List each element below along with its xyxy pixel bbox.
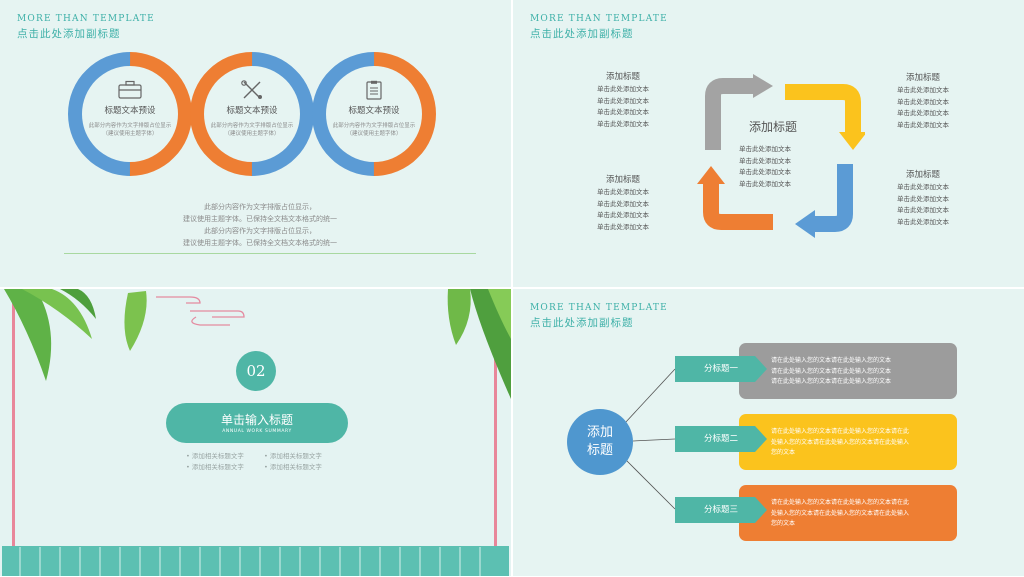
section-title-pill[interactable]: 单击输入标题 ANNUAL WORK SUMMARY <box>166 403 348 443</box>
circle-content-3: 标题文本预设 此部分内容作为文字排版占位显示（建议使用主题字体） <box>326 66 422 162</box>
slide-section-title: 02 单击输入标题 ANNUAL WORK SUMMARY • 添加相关标题文字… <box>0 289 511 576</box>
section-number: 02 <box>236 351 276 391</box>
leaf-icon <box>447 289 511 399</box>
circle-desc-3: 此部分内容作为文字排版占位显示（建议使用主题字体） <box>332 123 416 137</box>
center-title: 添加标题 <box>749 120 798 134</box>
arrow-gray <box>705 78 755 150</box>
center-text: 单击此处添加文本单击此处添加文本 单击此处添加文本单击此处添加文本 <box>739 145 791 188</box>
divider-line <box>64 253 476 254</box>
header-en: MORE THAN TEMPLATE <box>17 14 155 24</box>
tools-icon <box>241 80 262 99</box>
circle-content-1: 标题文本预设 此部分内容作为文字排版占位显示（建议使用主题字体） <box>82 66 178 162</box>
header-subtitle: 点击此处添加副标题 <box>17 28 121 40</box>
arrow-yellow <box>785 84 861 134</box>
header-en: MORE THAN TEMPLATE <box>530 14 668 24</box>
text-block-top-left: 添加标题 单击此处添加文本单击此处添加文本 单击此处添加文本单击此处添加文本 <box>597 72 649 128</box>
subtitle-tab-1[interactable]: 分标题一 <box>675 356 767 382</box>
text-block-top-right: 添加标题 单击此处添加文本单击此处添加文本 单击此处添加文本单击此处添加文本 <box>897 73 949 129</box>
subtitle-tab-2[interactable]: 分标题二 <box>675 426 767 452</box>
tropical-decor <box>2 289 511 576</box>
pole-right <box>494 289 497 551</box>
pole-left <box>12 289 15 551</box>
header-subtitle: 点击此处添加副标题 <box>530 317 634 329</box>
text-box-orange[interactable]: 请在此处输入您的文本请在此处输入您的文本请在此处输入您的文本请在此处输入您的文本… <box>739 485 957 541</box>
arrow-orange <box>703 182 773 230</box>
text-box-yellow[interactable]: 请在此处输入您的文本请在此处输入您的文本请在此处输入您的文本请在此处输入您的文本… <box>739 414 957 470</box>
subtitle-tab-3[interactable]: 分标题三 <box>675 497 767 523</box>
slide-three-circles: MORE THAN TEMPLATE 点击此处添加副标题 标题文本预设 此部分内… <box>0 0 511 287</box>
hub-circle: 添加 标题 <box>567 409 633 475</box>
circle-title-1: 标题文本预设 <box>104 106 156 116</box>
circle-desc-1: 此部分内容作为文字排版占位显示（建议使用主题字体） <box>88 123 172 137</box>
header-subtitle: 点击此处添加副标题 <box>530 28 634 40</box>
slide-cycle: MORE THAN TEMPLATE 点击此处添加副标题 添加标题 单击此处添加… <box>513 0 1024 287</box>
briefcase-icon <box>118 80 142 99</box>
arrow-blue <box>813 164 853 232</box>
circle-desc-2: 此部分内容作为文字排版占位显示（建议使用主题字体） <box>210 123 294 137</box>
fence-base <box>2 546 509 576</box>
circle-title-2: 标题文本预设 <box>226 106 278 116</box>
bullet-list: • 添加相关标题文字• 添加相关标题文字 • 添加相关标题文字• 添加相关标题文… <box>186 452 322 471</box>
fence-slats <box>19 547 481 576</box>
cloud-scribble <box>156 296 245 326</box>
section-subtitle: ANNUAL WORK SUMMARY <box>222 429 292 434</box>
slide-mindmap: MORE THAN TEMPLATE 点击此处添加副标题 添加 标题 请在此处输… <box>513 289 1024 576</box>
text-box-gray[interactable]: 请在此处输入您的文本请在此处输入您的文本请在此处输入您的文本请在此处输入您的文本… <box>739 343 957 399</box>
header-en: MORE THAN TEMPLATE <box>530 303 668 313</box>
text-block-bottom-left: 添加标题 单击此处添加文本单击此处添加文本 单击此处添加文本单击此处添加文本 <box>597 175 649 231</box>
text-block-bottom-right: 添加标题 单击此处添加文本单击此处添加文本 单击此处添加文本单击此处添加文本 <box>897 170 949 226</box>
circle-title-3: 标题文本预设 <box>348 106 400 116</box>
clipboard-icon <box>366 80 382 100</box>
section-title: 单击输入标题 <box>220 413 293 427</box>
body-paragraph: 此部分内容作为文字排版占位显示， 建议使用主题字体。已保持全文档文本格式的统一 … <box>183 203 337 247</box>
leaf-icon <box>4 289 147 381</box>
cycle-arrows <box>697 74 865 238</box>
circle-content-2: 标题文本预设 此部分内容作为文字排版占位显示（建议使用主题字体） <box>204 66 300 162</box>
connector-lines <box>624 368 676 510</box>
